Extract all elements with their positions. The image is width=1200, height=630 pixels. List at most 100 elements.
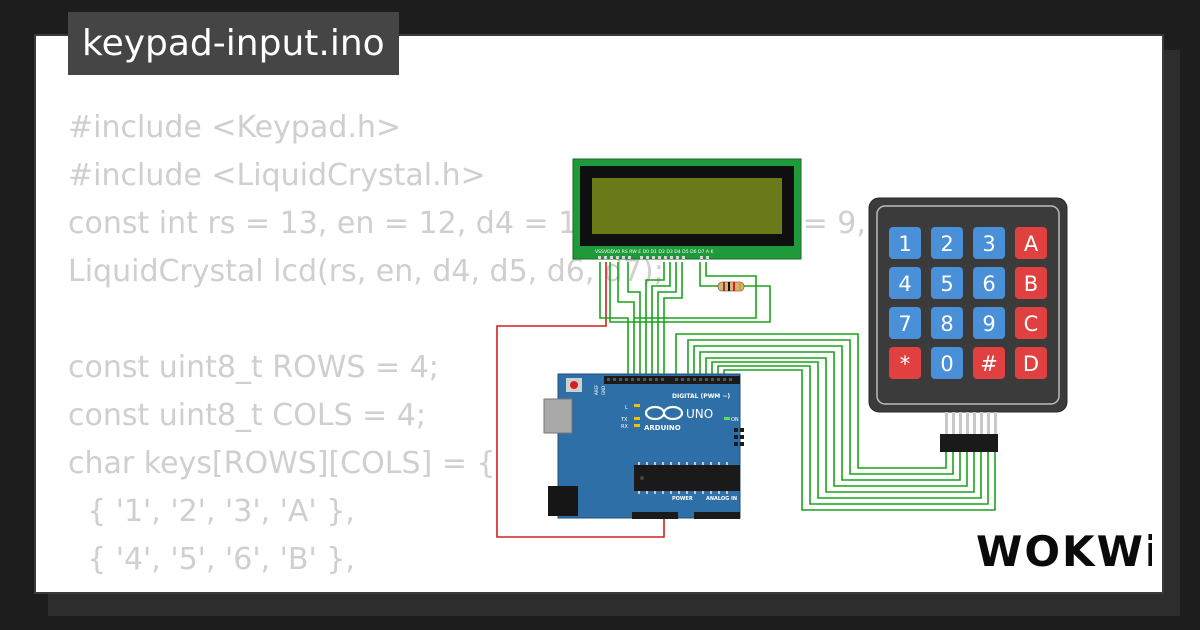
led-on xyxy=(724,417,730,420)
code-line: #include <LiquidCrystal.h> xyxy=(68,158,486,193)
led-l xyxy=(634,404,640,407)
wire-lcd-d5[interactable] xyxy=(651,262,671,378)
keypad-key-#[interactable]: # xyxy=(973,347,1005,379)
code-line: { '1', '2', '3', 'A' }, xyxy=(68,494,355,529)
code-line: { '7', '8', '9', 'C' }, xyxy=(68,584,987,592)
wire-lcd-d6[interactable] xyxy=(657,262,677,378)
keypad-key-*[interactable]: * xyxy=(889,347,921,379)
keypad-key-D[interactable]: D xyxy=(1015,347,1047,379)
keypad-key-label: 4 xyxy=(898,272,911,296)
keypad-key-label: 0 xyxy=(940,352,953,376)
code-line: char keys[ROWS][COLS] = { xyxy=(68,446,496,481)
rx-label: RX xyxy=(621,424,628,430)
aref-label: AREF xyxy=(594,384,599,395)
keypad-key-C[interactable]: C xyxy=(1015,307,1047,339)
code-line: LiquidCrystal lcd(rs, en, d4, d5, d6, d7… xyxy=(68,254,664,289)
wire-lcd-d4[interactable] xyxy=(645,262,665,378)
code-line: #include <Keypad.h> xyxy=(68,110,402,145)
keypad-key-face xyxy=(973,307,1005,339)
keypad-key-face xyxy=(889,347,921,379)
keypad-key-1[interactable]: 1 xyxy=(889,227,921,259)
wokwi-logo-mark: WOKWi xyxy=(976,527,1159,576)
wire-keypad-5[interactable] xyxy=(705,357,975,493)
wire-lcd-gnd[interactable] xyxy=(599,262,629,378)
keypad-key-face xyxy=(1015,347,1047,379)
wire-lcd-en[interactable] xyxy=(627,262,641,378)
keypad-key-face xyxy=(931,267,963,299)
model-label: UNO xyxy=(686,407,713,421)
lcd-display[interactable]: VSSVDDV0 RS RW E D0 D1 D2 D3 D4 D5 D6 D7… xyxy=(572,158,802,260)
code-line: const uint8_t ROWS = 4; xyxy=(68,350,439,385)
keypad-key-8[interactable]: 8 xyxy=(931,307,963,339)
keypad-key-face xyxy=(973,227,1005,259)
analog-label: ANALOG IN xyxy=(706,496,737,502)
brand-label: ARDUINO xyxy=(644,424,681,432)
wire-keypad-6[interactable] xyxy=(711,361,982,499)
keypad-key-label: 7 xyxy=(898,312,911,336)
keypad-key-label: 1 xyxy=(898,232,911,256)
keypad-key-3[interactable]: 3 xyxy=(973,227,1005,259)
keypad-key-face xyxy=(931,347,963,379)
lcd-pin-row xyxy=(598,256,709,259)
wire-lcd-d7[interactable] xyxy=(663,262,683,378)
keypad-key-4[interactable]: 4 xyxy=(889,267,921,299)
keypad-key-face xyxy=(973,347,1005,379)
wire-keypad-3[interactable] xyxy=(693,345,961,481)
keypad-key-5[interactable]: 5 xyxy=(931,267,963,299)
keypad-key-2[interactable]: 2 xyxy=(931,227,963,259)
lcd-pin-labels: VSSVDDV0 RS RW E D0 D1 D2 D3 D4 D5 D6 D7… xyxy=(595,249,715,255)
wire-lcd-a[interactable] xyxy=(699,262,718,287)
keypad-key-label: B xyxy=(1024,272,1038,296)
arduino-uno[interactable]: AREF GND DIGITAL (PWM ~) L TX RX ON UNO … xyxy=(543,373,744,519)
wire-keypad-1[interactable] xyxy=(675,333,947,469)
keypad-key-9[interactable]: 9 xyxy=(973,307,1005,339)
analog-header xyxy=(694,512,740,519)
wire-lcd-k[interactable] xyxy=(634,262,757,319)
keypad-key-face xyxy=(973,267,1005,299)
led-rx xyxy=(634,424,640,427)
keypad-connector xyxy=(940,434,998,452)
wire-keypad-4[interactable] xyxy=(699,351,968,487)
icsp-header xyxy=(734,428,744,446)
keypad-key-label: 2 xyxy=(940,232,953,256)
wire-lcd-rs[interactable] xyxy=(617,262,635,378)
power-label: POWER xyxy=(672,496,693,502)
digital-label: DIGITAL (PWM ~) xyxy=(672,393,730,400)
keypad-key-6[interactable]: 6 xyxy=(973,267,1005,299)
keypad-key-face xyxy=(931,227,963,259)
lcd-screen xyxy=(592,178,782,234)
tx-label: TX xyxy=(620,417,628,423)
keypad-key-face xyxy=(931,307,963,339)
keypad-key-0[interactable]: 0 xyxy=(931,347,963,379)
wire-resistor-vcc[interactable] xyxy=(609,262,771,323)
keypad-key-label: C xyxy=(1024,312,1039,336)
keypad-key-7[interactable]: 7 xyxy=(889,307,921,339)
wires xyxy=(496,262,996,538)
keypad-key-face xyxy=(1015,307,1047,339)
atmega-chip xyxy=(634,465,740,491)
keypad-key-label: 9 xyxy=(982,312,995,336)
code-background: #include <Keypad.h> #include <LiquidCryst… xyxy=(68,104,987,592)
keypad-key-face xyxy=(1015,267,1047,299)
power-jack xyxy=(548,486,578,516)
keypad-key-A[interactable]: A xyxy=(1015,227,1047,259)
code-line: { '4', '5', '6', 'B' }, xyxy=(68,542,355,577)
wire-keypad-2[interactable] xyxy=(687,339,954,475)
wire-keypad-7[interactable] xyxy=(717,365,989,505)
reset-button[interactable] xyxy=(570,381,578,389)
keypad-key-label: 3 xyxy=(982,232,995,256)
keypad-key-B[interactable]: B xyxy=(1015,267,1047,299)
led-tx xyxy=(634,417,640,420)
wire-keypad-8[interactable] xyxy=(723,369,996,511)
gnd-label: GND xyxy=(601,386,606,395)
wokwi-logo: WOKWi xyxy=(972,522,1159,582)
keypad-key-label: D xyxy=(1023,352,1039,376)
wire-red-power[interactable] xyxy=(496,262,665,538)
resistor[interactable] xyxy=(717,281,745,292)
keypad-key-label: 8 xyxy=(940,312,953,336)
keypad-key-face xyxy=(889,307,921,339)
keypad-connector-pins xyxy=(945,412,997,434)
